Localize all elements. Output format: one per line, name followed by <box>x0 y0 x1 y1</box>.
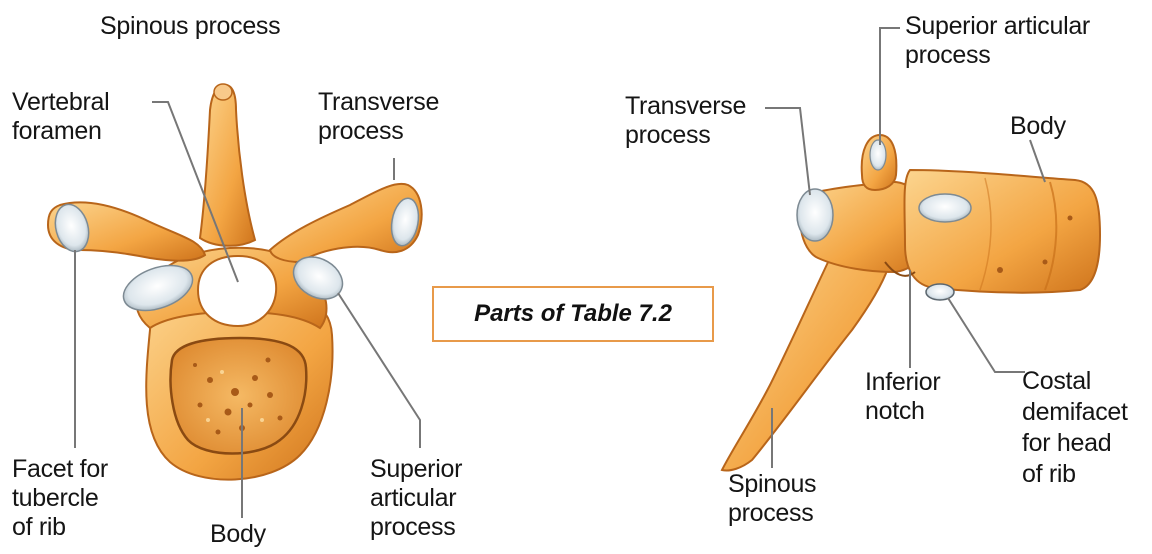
label-superior-articular-right: Superior articular process <box>905 12 1090 70</box>
label-vertebral-foramen: Vertebral foramen <box>12 88 109 146</box>
label-costal-demifacet: Costal demifacet for head of rib <box>1022 366 1128 490</box>
label-transverse-process-left: Transverse process <box>318 88 439 146</box>
parts-of-table-label: Parts of Table 7.2 <box>474 300 672 328</box>
label-facet-tubercle: Facet for tubercle of rib <box>12 455 108 542</box>
label-superior-articular-left: Superior articular process <box>370 455 462 542</box>
label-spinous-process-left: Spinous process <box>100 12 280 41</box>
label-body-left: Body <box>210 520 266 549</box>
label-spinous-process-right: Spinous process <box>728 470 816 528</box>
label-inferior-notch: Inferior notch <box>865 368 940 426</box>
label-body-right: Body <box>1010 112 1066 141</box>
label-transverse-process-right: Transverse process <box>625 92 746 150</box>
parts-of-table-box: Parts of Table 7.2 <box>432 286 714 342</box>
